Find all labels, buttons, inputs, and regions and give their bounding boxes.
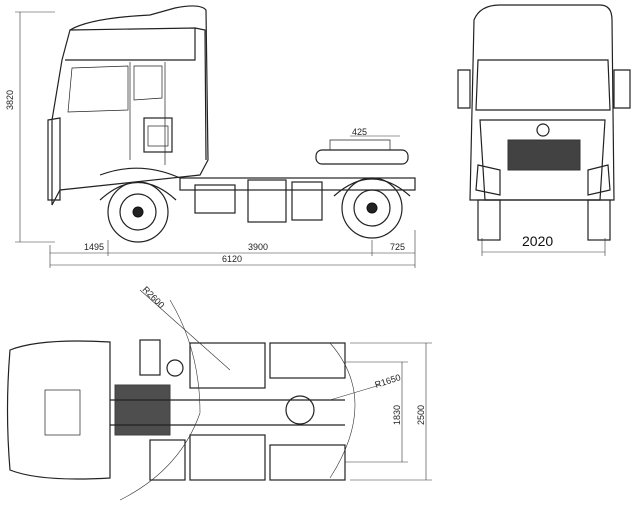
front-overhang-label: 1495 <box>84 242 104 252</box>
front-view <box>457 4 631 256</box>
outer-turn-radius-label: R2600 <box>141 284 167 310</box>
fifth-wheel-height-label: 425 <box>352 127 367 137</box>
rear-overhang-label: 725 <box>390 242 405 252</box>
overall-length-label: 6120 <box>222 254 242 264</box>
side-view <box>15 5 416 268</box>
frame-width-label: 1830 <box>392 405 402 425</box>
top-view <box>6 289 432 501</box>
wheelbase-label: 3900 <box>248 242 268 252</box>
track-width-label: 2020 <box>522 233 553 249</box>
overall-height-label: 3820 <box>5 90 15 110</box>
inner-turn-radius-label: R1650 <box>374 372 402 390</box>
overall-width-label: 2500 <box>416 405 426 425</box>
